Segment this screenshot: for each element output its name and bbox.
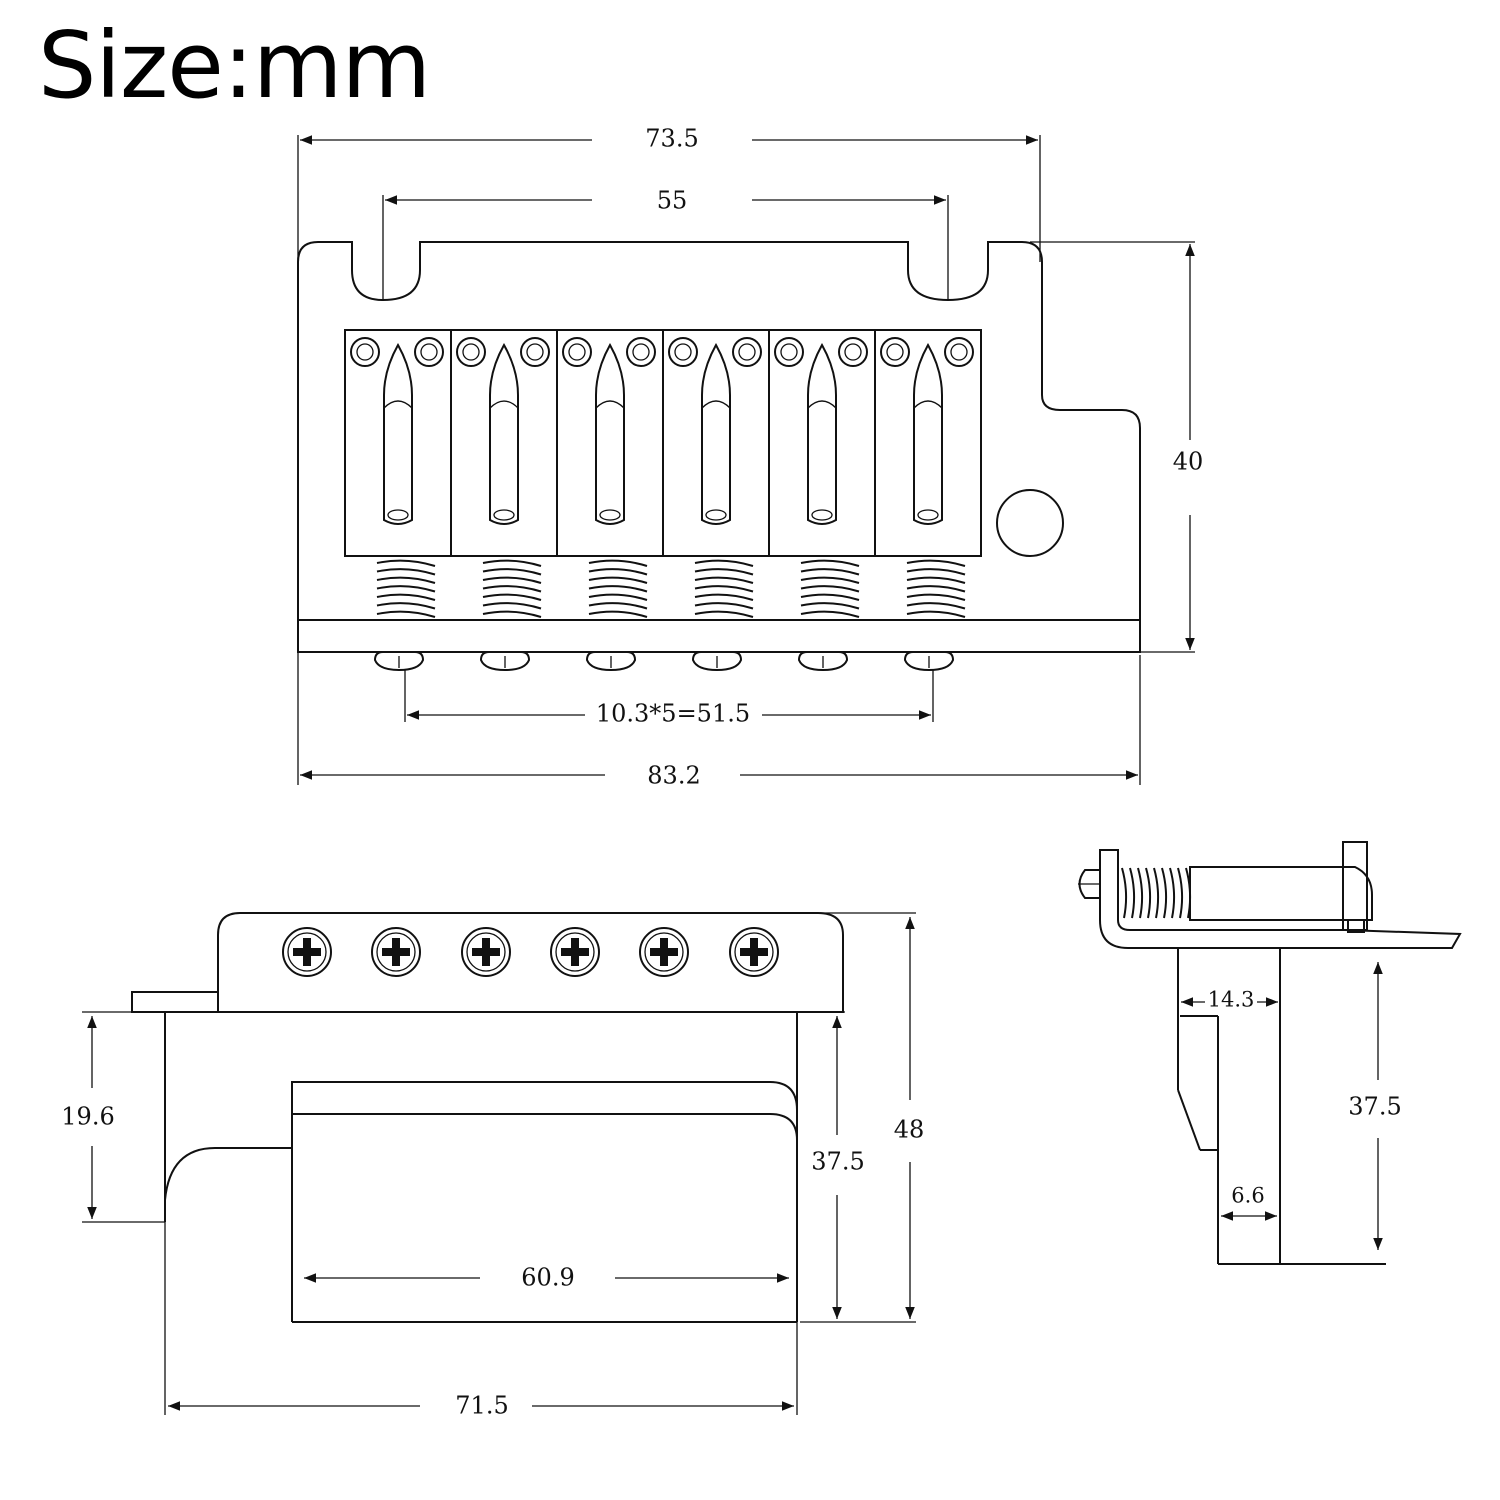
dim-plate-height: 19.6 (61, 1103, 114, 1131)
saddle (662, 329, 770, 557)
saddle-screw-icon (520, 337, 550, 367)
saddle-screw-head (691, 651, 743, 672)
front-view-dimensions: 19.6 60.9 37.5 48 71.5 (61, 917, 924, 1420)
saddle-group (344, 329, 982, 672)
phillips-screw-icon (461, 927, 511, 977)
side-view: 14.3 6.6 37.5 (1078, 841, 1462, 1265)
phillips-screw-icon (282, 927, 332, 977)
side-saddle (1189, 866, 1373, 921)
saddle-screw-head (797, 651, 849, 672)
dim-slot-spacing: 55 (657, 187, 688, 215)
top-view-dimensions: 73.5 55 40 10.3*5=51.5 83.2 (300, 125, 1203, 790)
saddle-screw-icon (562, 337, 592, 367)
saddle-screw-icon (668, 337, 698, 367)
front-block (291, 1081, 798, 1322)
front-view: 19.6 60.9 37.5 48 71.5 (61, 912, 924, 1420)
side-l-plate (1099, 849, 1462, 949)
saddle-screw-icon (774, 337, 804, 367)
saddle-screw-head (903, 651, 955, 672)
saddle-slot (489, 342, 519, 525)
dim-side-block-height: 37.5 (1348, 1093, 1401, 1121)
saddle (344, 329, 452, 557)
saddle-screw-icon (732, 337, 762, 367)
phillips-screw-icon (550, 927, 600, 977)
saddle-screw-icon (944, 337, 974, 367)
saddle-body (556, 329, 664, 557)
saddle (556, 329, 664, 557)
dim-block-thickness: 14.3 (1208, 988, 1255, 1012)
front-top-plate (217, 912, 844, 1013)
saddle-slot (913, 342, 943, 525)
saddle-spring (800, 559, 860, 618)
front-side-tab (131, 991, 219, 1013)
saddle-screw-head (373, 651, 425, 672)
saddle-screw-head (585, 651, 637, 672)
dim-block-width: 60.9 (521, 1264, 574, 1292)
saddle-screw-icon (838, 337, 868, 367)
saddle-spring (588, 559, 648, 618)
saddle-slot (701, 342, 731, 525)
saddle-spring (694, 559, 754, 618)
mounting-hole (996, 489, 1064, 557)
phillips-screw-icon (639, 927, 689, 977)
saddle (450, 329, 558, 557)
side-view-dimensions: 14.3 6.6 37.5 (1181, 962, 1402, 1250)
dim-lip-thickness: 6.6 (1231, 1184, 1264, 1208)
phillips-screw-icon (371, 927, 421, 977)
saddle-screw-icon (456, 337, 486, 367)
top-view: 73.5 55 40 10.3*5=51.5 83.2 (297, 125, 1203, 790)
saddle (874, 329, 982, 557)
saddle-screw-icon (414, 337, 444, 367)
saddle-screw-head (479, 651, 531, 672)
saddle-spring (906, 559, 966, 618)
phillips-screw-icon (729, 927, 779, 977)
saddle (768, 329, 876, 557)
saddle-body (450, 329, 558, 557)
side-height-screw (1342, 841, 1368, 931)
dim-base-width: 83.2 (647, 762, 700, 790)
dim-saddle-spacing: 10.3*5=51.5 (596, 700, 750, 728)
front-arm-nub (164, 1147, 292, 1201)
dim-block-height: 37.5 (811, 1148, 864, 1176)
saddle-screw-icon (626, 337, 656, 367)
saddle-screw-icon (350, 337, 380, 367)
saddle-screw-icon (880, 337, 910, 367)
page-title: Size:mm (38, 12, 431, 119)
side-spring (1121, 867, 1192, 919)
saddle-spring (482, 559, 542, 618)
saddle-body (344, 329, 452, 557)
saddle-slot (595, 342, 625, 525)
screw-group (282, 927, 779, 977)
saddle-body (662, 329, 770, 557)
saddle-spring (376, 559, 436, 618)
saddle-slot (383, 342, 413, 525)
dim-front-base-width: 71.5 (455, 1392, 508, 1420)
base-bar (297, 619, 1141, 653)
bridge-plate-outline (297, 241, 1141, 621)
saddle-slot (807, 342, 837, 525)
dim-height: 40 (1173, 448, 1204, 476)
dim-overall-top-width: 73.5 (645, 125, 698, 153)
saddle-body (874, 329, 982, 557)
dim-overall-height: 48 (894, 1116, 925, 1144)
